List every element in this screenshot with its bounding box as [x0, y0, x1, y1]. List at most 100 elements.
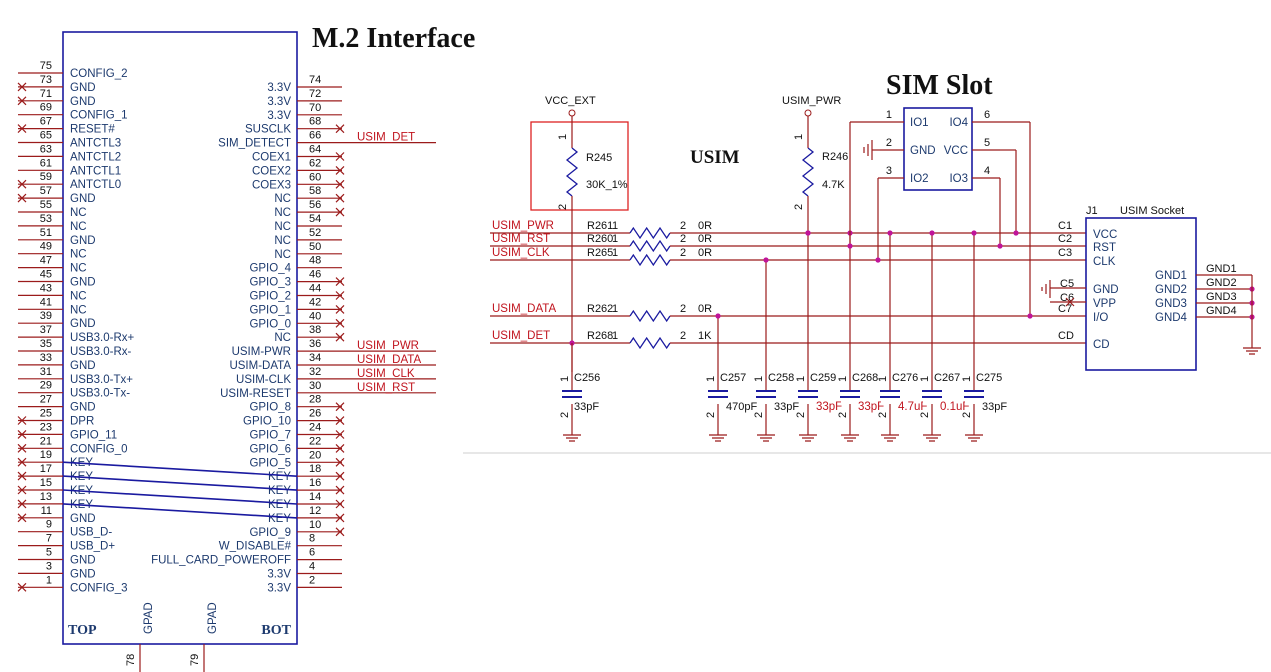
m2-left-pin-number: 19 [40, 449, 52, 461]
m2-right-pin-name: SIM_DETECT [218, 138, 291, 150]
m2-right-pin-number: 38 [309, 324, 321, 336]
m2-right-pin-name: GPIO_0 [249, 318, 291, 330]
m2-left-pin-number: 47 [40, 255, 52, 267]
m2-right-pin-name: GPIO_2 [249, 291, 291, 303]
no-connect-marker [17, 513, 27, 523]
m2-left-pin-number: 15 [40, 477, 52, 489]
capacitor-value: 33pF [574, 401, 599, 413]
ic-pin-number: 3 [886, 165, 892, 177]
m2-right-pin-number: 70 [309, 102, 321, 114]
socket-pin-number: C3 [1058, 247, 1072, 259]
no-connect-marker [17, 485, 27, 495]
socket-gnd-label: GND3 [1206, 291, 1237, 303]
m2-left-pin-number: 3 [46, 560, 52, 572]
m2-left-pin-name: USB_D+ [70, 541, 115, 553]
key-crossing-line [62, 503, 298, 519]
net-label: USIM_DET [492, 330, 550, 342]
m2-right-pin-number: 16 [309, 477, 321, 489]
net-label: USIM_CLK [492, 247, 550, 259]
m2-left-pin-name: NC [70, 249, 87, 261]
sim-ic-body [903, 107, 973, 191]
m2-left-pin-name: CONFIG_0 [70, 443, 128, 455]
pin-num: 2 [837, 412, 849, 418]
net-label: USIM_DATA [357, 354, 421, 366]
capacitor-ref: C268 [852, 372, 878, 384]
m2-left-pin-number: 29 [40, 380, 52, 392]
no-connect-marker [335, 207, 345, 217]
resistor-symbol [629, 309, 671, 323]
socket-pin-number: CD [1058, 330, 1074, 342]
m2-right-pin-name: GPIO_5 [249, 457, 291, 469]
m2-left-pin-number: 65 [40, 130, 52, 142]
m2-left-pin-number: 31 [40, 366, 52, 378]
pin-num: 1 [961, 376, 973, 382]
pin-num: 2 [793, 204, 805, 210]
m2-right-pin-name: GPIO_6 [249, 443, 291, 455]
m2-right-pin-name: USIM-RESET [220, 388, 291, 400]
socket-pin-name: GND4 [1155, 312, 1188, 324]
ic-pin-name: IO4 [949, 117, 968, 129]
m2-right-pin-number: 4 [309, 561, 315, 573]
no-connect-marker [17, 416, 27, 425]
usim-pwr-label: USIM_PWR [782, 95, 841, 107]
m2-right-pin-number: 68 [309, 116, 321, 128]
m2-right-pin-number: 52 [309, 227, 321, 239]
pin-num: 2 [680, 303, 686, 315]
no-connect-marker [335, 402, 345, 412]
no-connect-marker [17, 499, 27, 509]
no-connect-marker [335, 179, 345, 189]
key-crossing-line [62, 461, 298, 477]
m2-right-pin-number: 14 [309, 491, 321, 503]
junction-dot [805, 230, 811, 236]
capacitor-ref: C275 [976, 372, 1002, 384]
ground-symbol [881, 427, 899, 442]
m2-right-pin-number: 42 [309, 296, 321, 308]
m2-right-pin-name: NC [274, 235, 291, 247]
m2-left-pin-number: 37 [40, 324, 52, 336]
pin-num: 1 [557, 134, 569, 140]
m2-right-pin-name: USIM-PWR [232, 346, 291, 358]
m2-left-pin-name: GPIO_11 [70, 429, 117, 441]
m2-left-pin-number: 53 [40, 213, 52, 225]
m2-left-pin-number: 63 [40, 143, 52, 155]
capacitor-value: 470pF [726, 401, 757, 413]
m2-right-pin-name: 3.3V [267, 582, 291, 594]
junction-dot [715, 313, 721, 319]
m2-left-pin-name: GND [70, 402, 96, 414]
m2-right-pin-number: 32 [309, 366, 321, 378]
key-crossing-line [62, 489, 298, 505]
m2-left-pin-name: CONFIG_3 [70, 582, 128, 594]
m2-left-pin-name: USB3.0-Rx+ [70, 332, 135, 344]
m2-right-pin-number: 24 [309, 422, 321, 434]
socket-pin-name: I/O [1093, 312, 1108, 324]
m2-bot-label: BOT [261, 623, 291, 638]
m2-right-pin-number: 18 [309, 463, 321, 475]
power-port [568, 109, 576, 117]
socket-pin-number: C6 [1060, 292, 1074, 304]
no-connect-marker [335, 152, 345, 161]
net-label: USIM_PWR [492, 220, 554, 232]
m2-right-pin-number: 2 [309, 574, 315, 586]
ground-symbol [1243, 340, 1261, 355]
m2-left-pin-name: NC [70, 221, 87, 233]
m2-left-pin-number: 7 [46, 533, 52, 545]
net-label: USIM_DET [357, 132, 415, 144]
m2-right-pin-name: GPIO_10 [243, 416, 291, 428]
gpad-pin-number: 79 [189, 654, 201, 666]
pin-num: 2 [680, 247, 686, 259]
pin-num: 1 [612, 233, 618, 245]
capacitor-value: 4.7uF [898, 401, 927, 413]
m2-title: M.2 Interface [312, 23, 475, 54]
ground-symbol [841, 427, 859, 442]
m2-left-pin-name: GND [70, 277, 96, 289]
resistor-value: 0R [698, 303, 712, 315]
capacitor-value: 33pF [982, 401, 1007, 413]
m2-right-pin-name: USIM-DATA [229, 360, 291, 372]
capacitor-ref: C259 [810, 372, 836, 384]
m2-left-pin-name: NC [70, 263, 87, 275]
capacitor-value: 0.1uF [940, 401, 969, 413]
m2-right-pin-name: W_DISABLE# [219, 541, 292, 553]
no-connect-marker [335, 165, 345, 175]
m2-right-pin-number: 40 [309, 310, 321, 322]
gpad-pin-number: 78 [125, 654, 137, 666]
